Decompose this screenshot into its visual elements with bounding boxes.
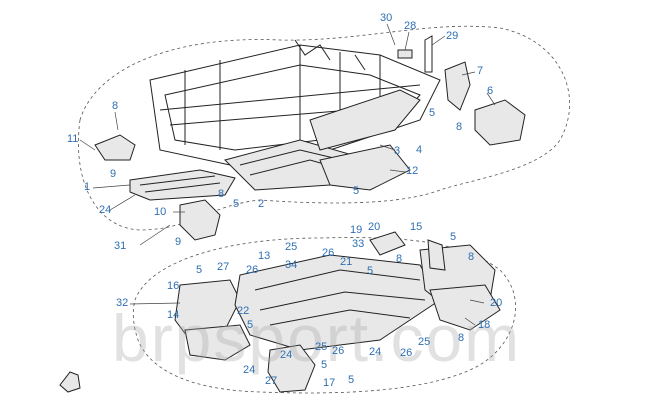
callout-9[interactable]: 9 [110, 168, 117, 180]
callout-26[interactable]: 26 [322, 247, 335, 259]
callout-5[interactable]: 5 [429, 107, 436, 119]
callout-5[interactable]: 5 [348, 374, 355, 386]
callout-11[interactable]: 11 [67, 133, 79, 145]
skid-plate-front [129, 169, 236, 201]
callout-8[interactable]: 8 [396, 253, 403, 265]
callout-8[interactable]: 8 [218, 188, 225, 200]
callout-5[interactable]: 5 [233, 198, 240, 210]
callout-1[interactable]: 1 [84, 181, 91, 193]
guard-27-lower [267, 344, 316, 393]
bracket-19 [369, 231, 406, 256]
fastener-29 [424, 35, 433, 73]
front-guard-left [94, 134, 136, 161]
callout-34[interactable]: 34 [285, 259, 298, 271]
callout-22[interactable]: 22 [237, 305, 250, 317]
callout-12[interactable]: 12 [406, 165, 419, 177]
callout-8[interactable]: 8 [456, 121, 463, 133]
rear-bracket [444, 61, 471, 111]
callout-29[interactable]: 29 [446, 30, 459, 42]
shield-icon [59, 371, 81, 393]
callout-5[interactable]: 5 [321, 359, 328, 371]
callout-27[interactable]: 27 [265, 375, 278, 387]
rear-guard [474, 99, 526, 146]
watermark: brpsport.com [112, 301, 522, 375]
callout-4[interactable]: 4 [416, 144, 423, 156]
callout-20[interactable]: 20 [368, 221, 381, 233]
callout-5[interactable]: 5 [450, 231, 457, 243]
callout-15[interactable]: 15 [410, 221, 423, 233]
callout-5[interactable]: 5 [196, 264, 203, 276]
callout-28[interactable]: 28 [404, 20, 417, 32]
callout-24[interactable]: 24 [369, 346, 382, 358]
callout-24[interactable]: 24 [280, 349, 293, 361]
callout-21[interactable]: 21 [340, 256, 353, 268]
callout-10[interactable]: 10 [154, 206, 167, 218]
callout-13[interactable]: 13 [258, 250, 271, 262]
callout-24[interactable]: 24 [99, 204, 112, 216]
callout-3[interactable]: 3 [394, 145, 401, 157]
callout-19[interactable]: 19 [350, 224, 363, 236]
callout-31[interactable]: 31 [114, 240, 127, 252]
upper-group-outline [78, 25, 570, 231]
callout-25[interactable]: 25 [285, 241, 298, 253]
callout-9[interactable]: 9 [175, 236, 182, 248]
callout-26[interactable]: 26 [400, 347, 413, 359]
callout-14[interactable]: 14 [167, 309, 180, 321]
skid-plate-rear [309, 89, 421, 151]
callout-26[interactable]: 26 [332, 345, 345, 357]
callout-27[interactable]: 27 [217, 261, 230, 273]
skid-plate-left-lower [184, 324, 251, 361]
callout-25[interactable]: 25 [418, 336, 431, 348]
callout-26[interactable]: 26 [246, 264, 259, 276]
callout-5[interactable]: 5 [367, 265, 374, 277]
callout-8[interactable]: 8 [458, 332, 465, 344]
callout-30[interactable]: 30 [380, 12, 393, 24]
callout-2[interactable]: 2 [258, 198, 265, 210]
callout-8[interactable]: 8 [468, 251, 475, 263]
skid-plate-rear-center [319, 144, 411, 191]
lower-group-outline [132, 237, 516, 394]
guard-15 [427, 239, 446, 271]
callout-20[interactable]: 20 [490, 297, 503, 309]
callout-24[interactable]: 24 [243, 364, 256, 376]
callout-8[interactable]: 8 [112, 100, 119, 112]
callout-25[interactable]: 25 [315, 341, 328, 353]
callout-33[interactable]: 33 [352, 238, 365, 250]
callout-5[interactable]: 5 [247, 319, 254, 331]
callout-32[interactable]: 32 [116, 297, 129, 309]
callout-18[interactable]: 18 [478, 319, 491, 331]
callout-17[interactable]: 17 [323, 377, 336, 389]
skid-plate-center-lower [234, 254, 441, 351]
skid-plate-right-lower [429, 284, 501, 331]
callout-16[interactable]: 16 [167, 280, 180, 292]
callout-7[interactable]: 7 [477, 65, 484, 77]
callout-6[interactable]: 6 [487, 85, 494, 97]
callout-5[interactable]: 5 [353, 185, 360, 197]
front-guard-lower [179, 199, 221, 241]
